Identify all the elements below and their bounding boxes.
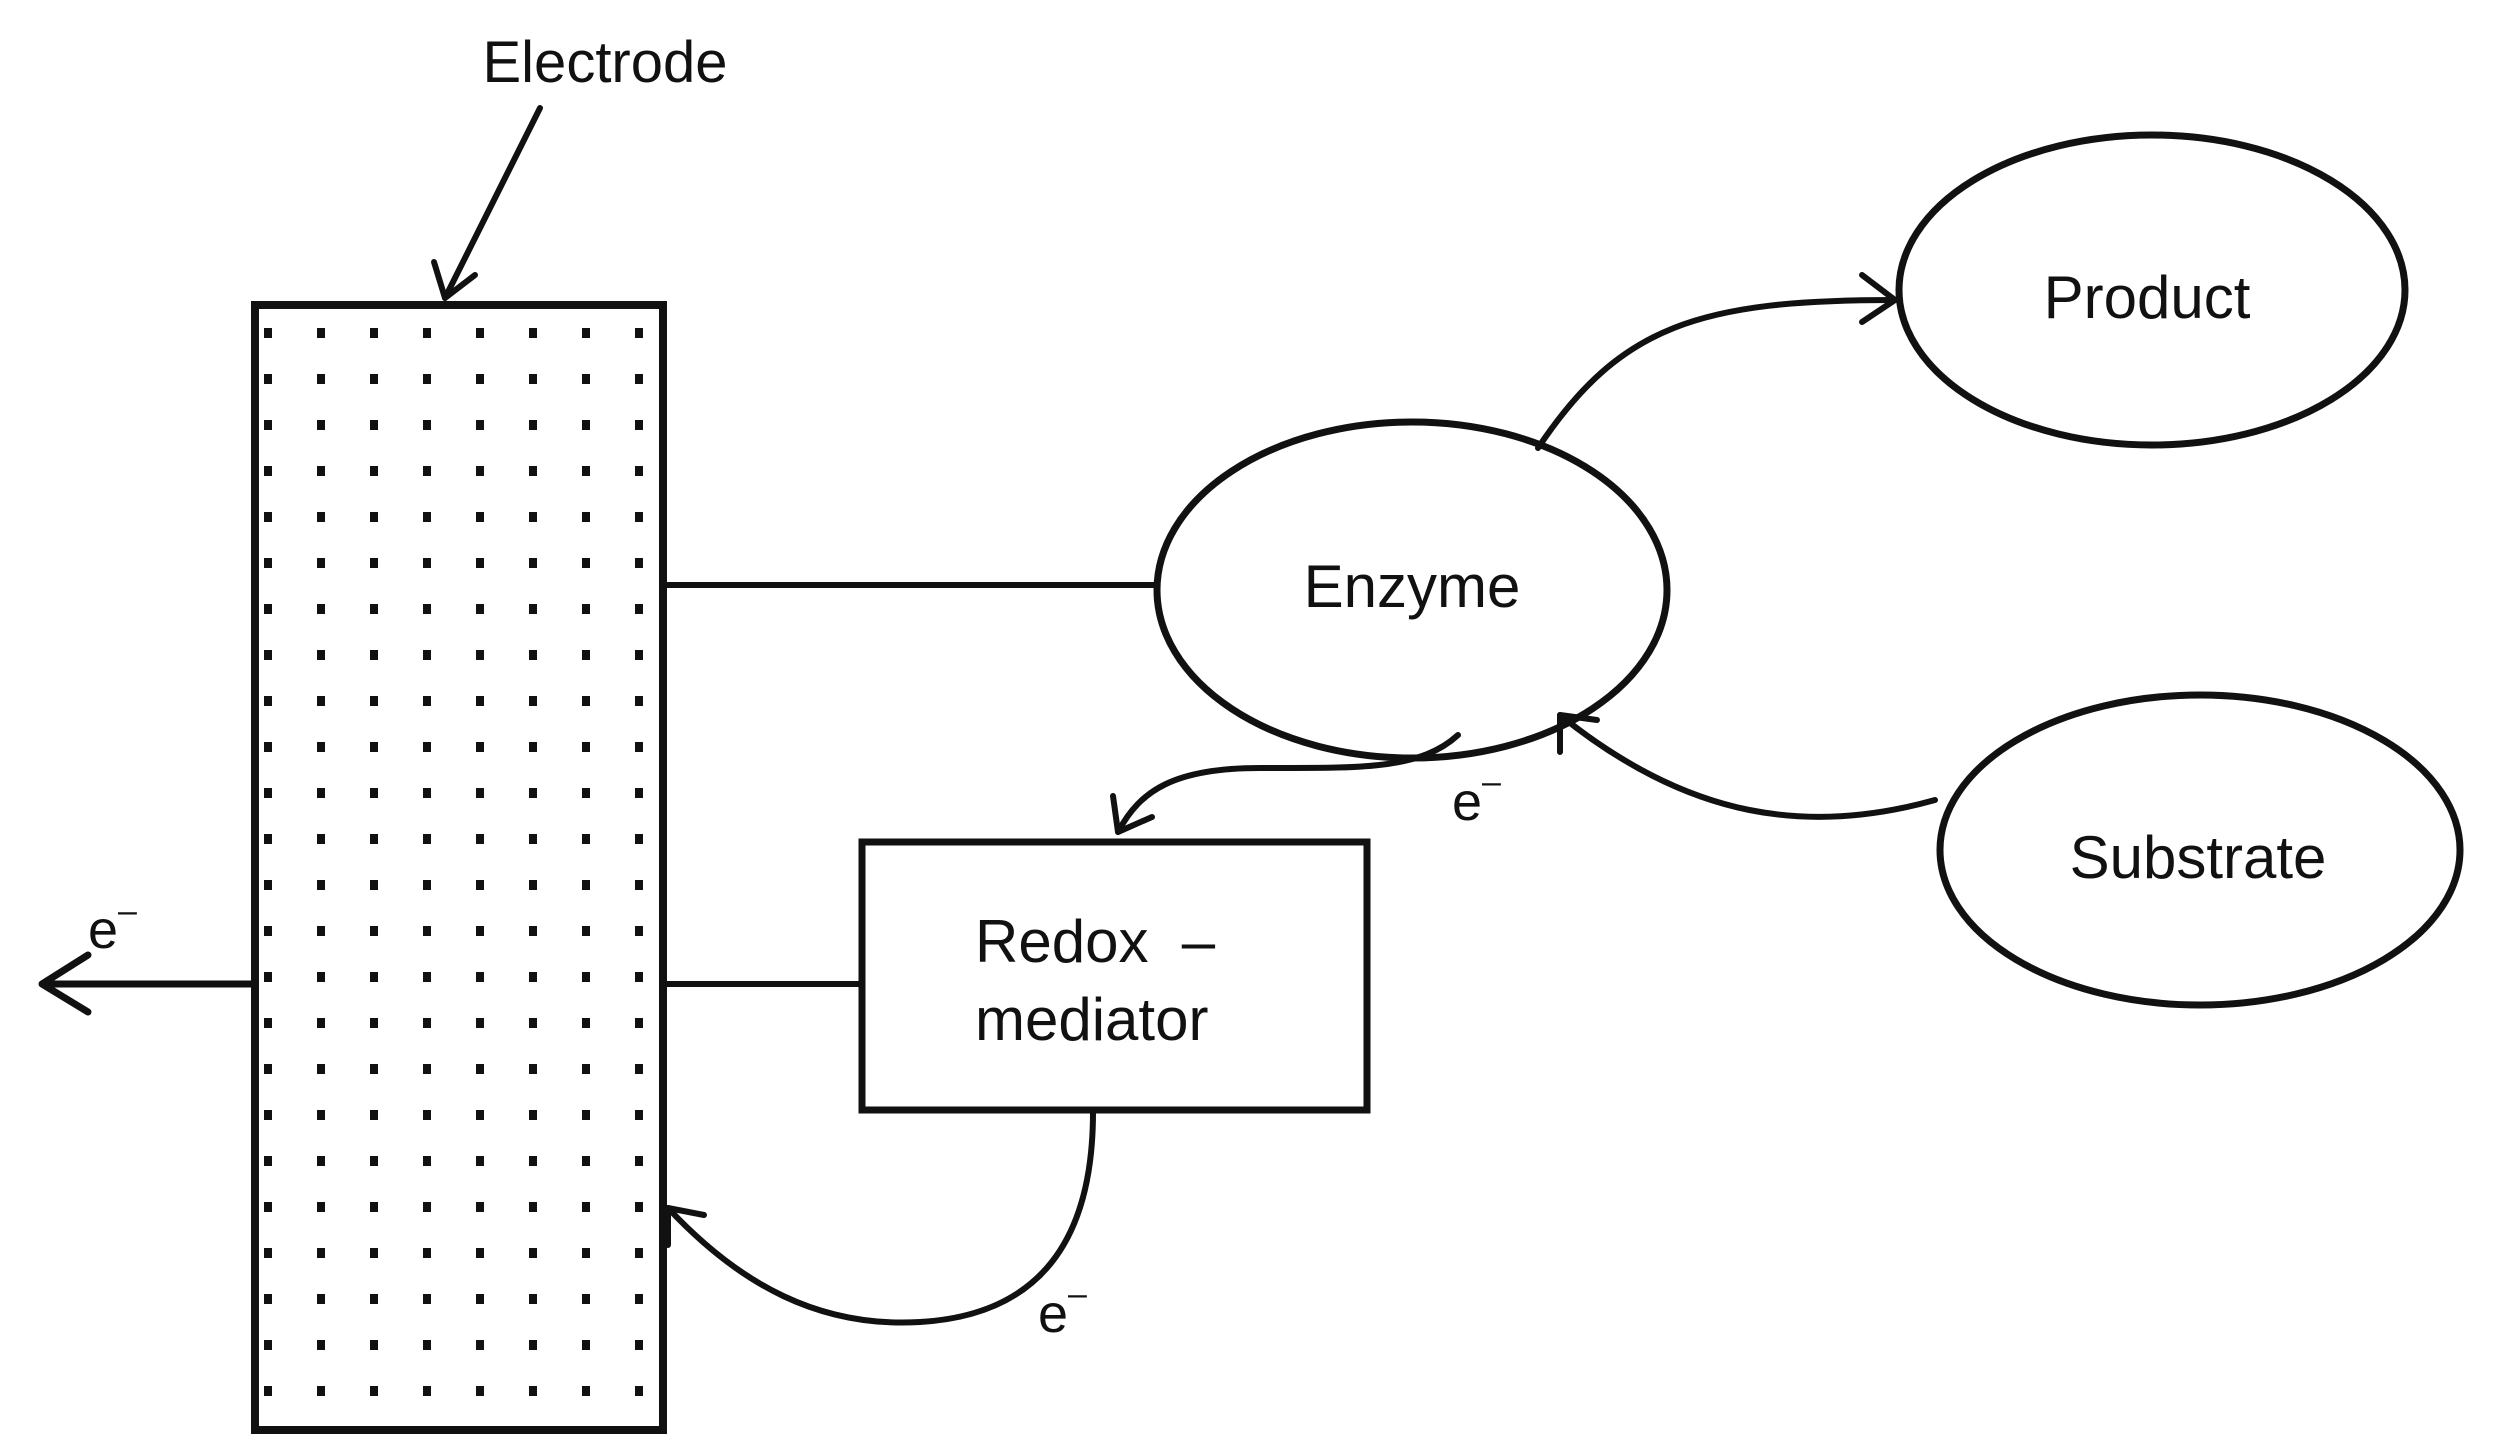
enzyme-electron-label: e – <box>1452 763 1501 832</box>
svg-text:e: e <box>1038 1284 1068 1344</box>
electrode <box>251 301 667 1434</box>
electron-out-label: e – <box>88 892 137 960</box>
enzyme-to-product-arrow <box>1535 272 1898 451</box>
redox-mediator-label-line2: mediator <box>975 986 1208 1053</box>
redox-mediator-label-line1: Redox – <box>975 908 1216 975</box>
substrate-to-enzyme-arrow <box>1557 712 1938 820</box>
product-label: Product <box>2044 264 2251 331</box>
electrode-pointer-arrow <box>431 105 543 301</box>
product-ellipse <box>1895 131 2409 449</box>
redox-mediator-node: Redox – mediator <box>858 838 1371 1114</box>
svg-text:–: – <box>1068 1275 1087 1313</box>
mediator-electron-label: e – <box>1038 1275 1087 1344</box>
enzyme-to-mediator-arrow <box>1110 732 1461 835</box>
mediator-to-electrode-arrow <box>665 1109 1096 1326</box>
enzyme-label: Enzyme <box>1304 553 1521 620</box>
svg-text:–: – <box>118 892 137 930</box>
svg-text:e: e <box>88 900 118 960</box>
substrate-node: Substrate <box>1936 691 2464 1009</box>
electron-out-arrow <box>38 951 256 1016</box>
product-node: Product <box>1895 131 2409 449</box>
electrode-label: Electrode <box>482 30 727 95</box>
enzyme-node: Enzyme <box>1153 418 1671 762</box>
svg-text:e: e <box>1452 772 1482 832</box>
svg-text:–: – <box>1482 763 1501 801</box>
substrate-label: Substrate <box>2070 824 2327 891</box>
substrate-ellipse <box>1936 691 2464 1009</box>
electrode-body <box>251 301 667 1434</box>
redox-mediator-box <box>858 838 1371 1114</box>
